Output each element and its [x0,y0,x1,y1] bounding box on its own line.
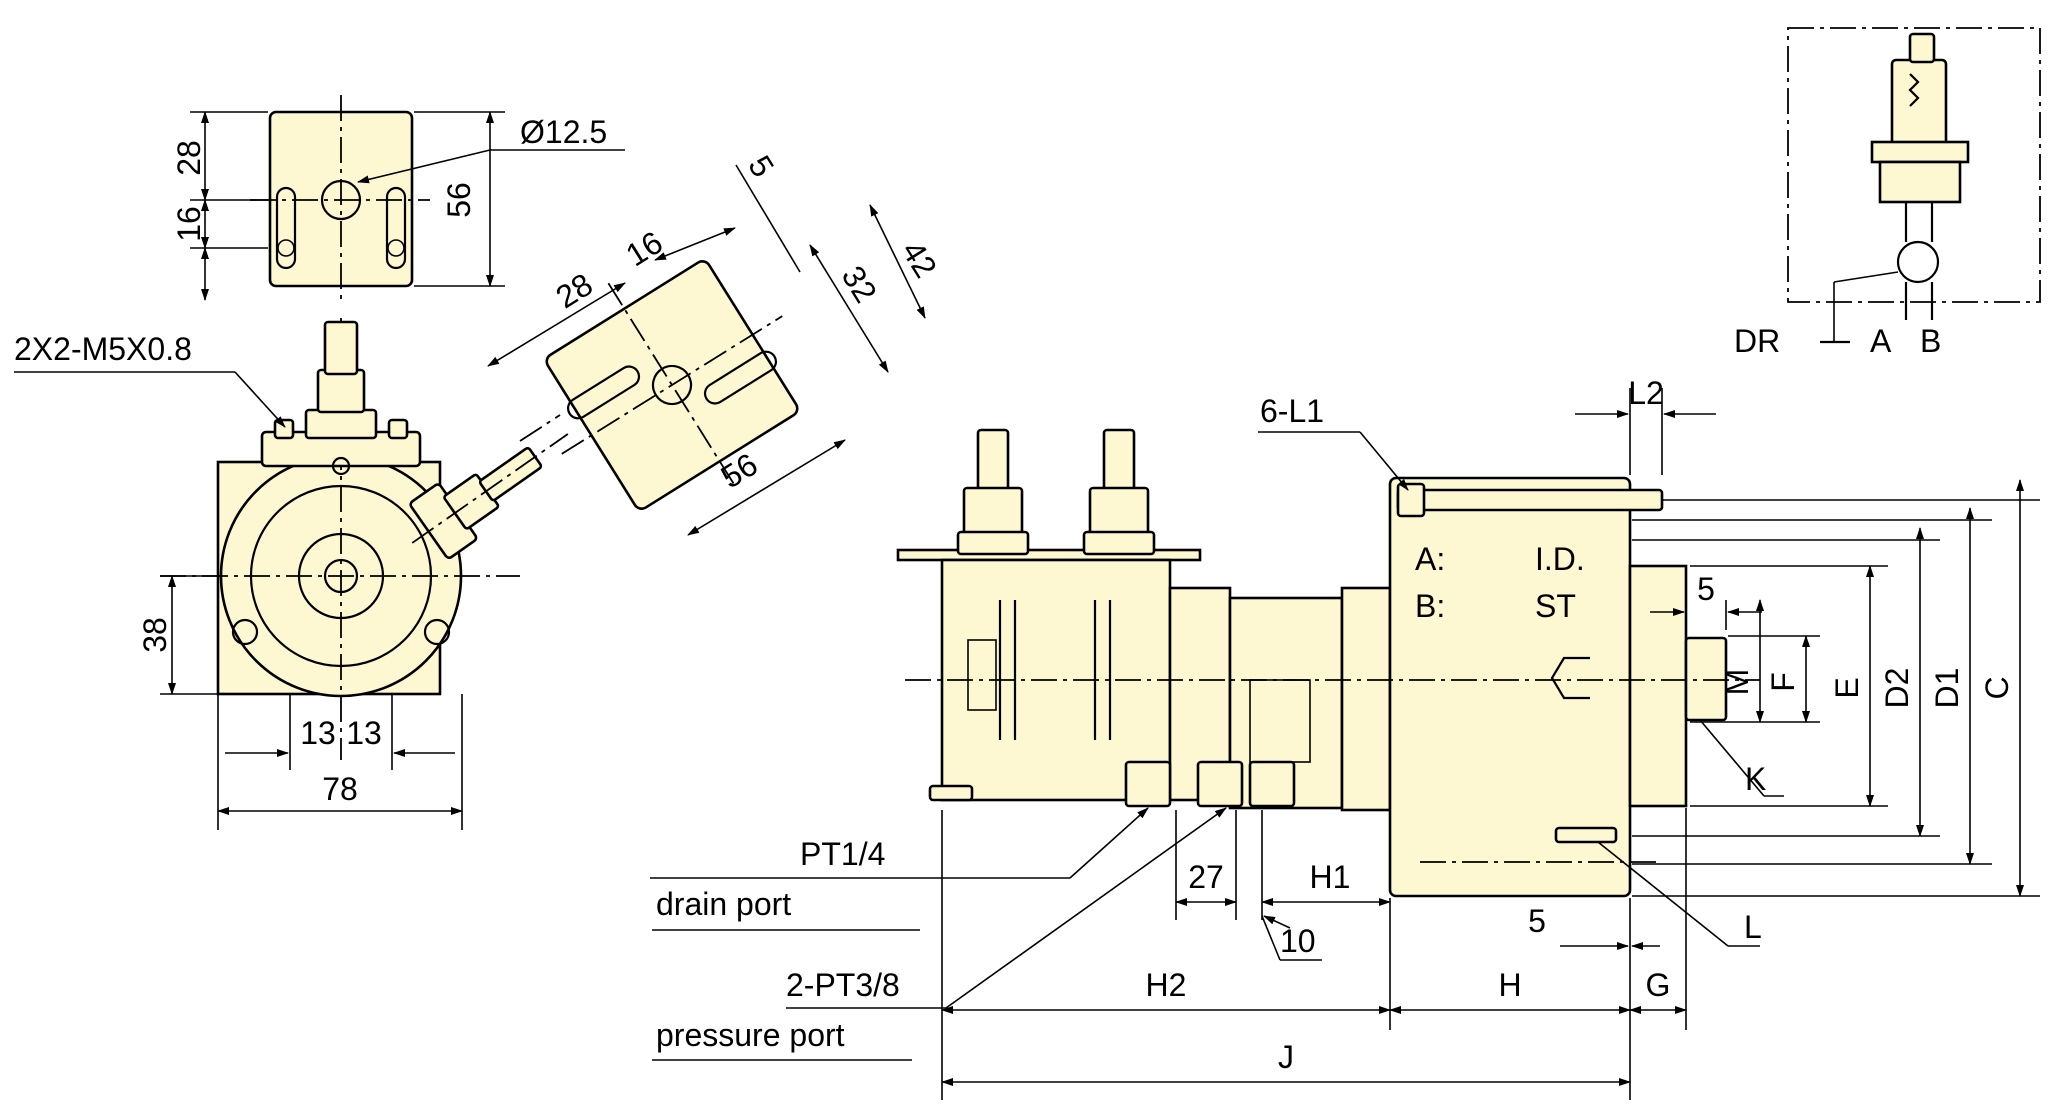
dim-78: 78 [322,771,358,807]
pressure-port-label: pressure port [656,1017,845,1053]
hydraulic-symbol: DR A B [1734,27,2041,359]
dim-10: 10 [1280,923,1316,959]
body-label-a: A: [1415,541,1445,577]
port-A: A [1870,323,1892,359]
body-value-b: ST [1535,588,1576,624]
dim-16-vertical: 16 [171,206,207,242]
rot-dim-16: 16 [620,224,669,273]
dim-G: G [1646,967,1671,1003]
top-plate-view: 28 16 56 Ø12.5 [171,95,625,301]
dim-13-left: 13 [300,715,336,751]
through-bolt [1396,488,1664,512]
dim-M: M [1719,669,1755,696]
dim-5-bottom: 5 [1528,903,1546,939]
rotated-plate-view: 28 16 5 32 42 56 [487,149,944,536]
dim-H: H [1498,967,1521,1003]
symbol-frame [1787,27,2041,303]
rot-dim-32: 32 [835,260,884,309]
body-value-a: I.D. [1535,541,1585,577]
bore-diameter-label: Ø12.5 [520,114,607,150]
dim-38-vertical: 38 [137,617,173,653]
label-L: L [1744,909,1762,945]
pressure-thread-label: 2-PT3/8 [786,967,900,1003]
dim-F: F [1765,672,1801,692]
front-nozzle [1684,636,1728,722]
front-boss [1628,564,1688,808]
dim-L2: L2 [1628,375,1664,411]
dim-C: C [1979,676,2015,699]
drain-port-label: drain port [656,886,791,922]
dim-D1: D1 [1929,668,1965,709]
dim-H1: H1 [1310,859,1351,895]
dim-13-right: 13 [346,715,382,751]
rot-dim-5: 5 [741,149,781,183]
rot-dim-28: 28 [550,266,599,315]
bore-hole [320,179,362,221]
label-K: K [1745,761,1766,797]
body-label-b: B: [1415,588,1445,624]
port-DR: DR [1734,323,1780,359]
slot-hole-left [275,186,297,270]
dim-28-vertical: 28 [171,140,207,176]
port-B: B [1920,323,1941,359]
dim-56-vertical: 56 [441,182,477,218]
dim-J: J [1278,1039,1294,1075]
thread-note: 2X2-M5X0.8 [14,331,192,367]
front-end-view: 2X2-M5X0.8 38 13 13 78 [14,318,569,830]
dim-D2: D2 [1879,668,1915,709]
slot-hole-right [385,186,407,270]
drain-thread-label: PT1/4 [800,836,885,872]
dim-H2: H2 [1146,967,1187,1003]
collar [1340,586,1392,812]
side-assembly-view: A: B: I.D. ST 6-L1 L2 C D1 D2 E [650,375,2040,1100]
dim-E: E [1829,677,1865,698]
rot-dim-42: 42 [895,235,944,284]
bolt-note: 6-L1 [1260,393,1324,429]
dim-5-top: 5 [1697,571,1715,607]
dim-27: 27 [1188,859,1224,895]
